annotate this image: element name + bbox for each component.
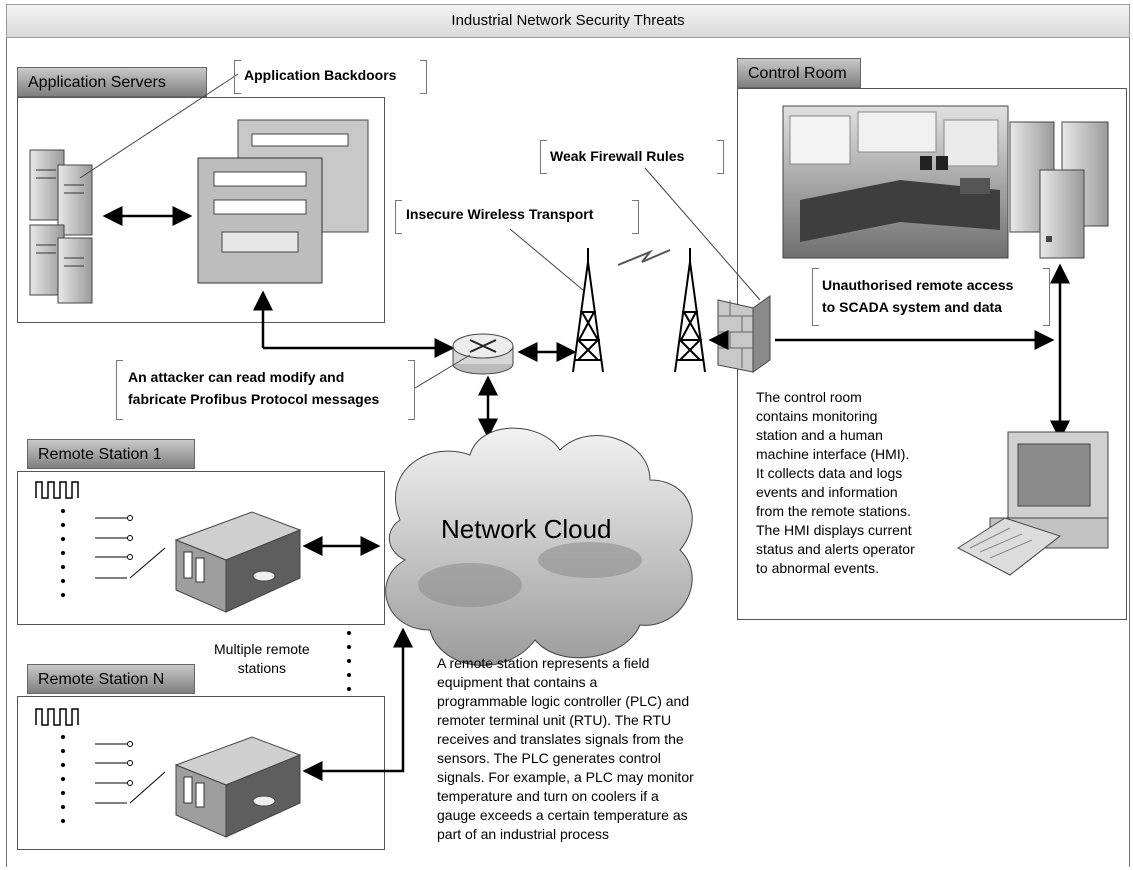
- wireless-signal-icon: [617, 249, 671, 266]
- desc-line: temperature and turn on coolers if a: [437, 788, 659, 804]
- multiple-stations-dots: [347, 631, 351, 691]
- router-icon: [452, 333, 514, 375]
- insecure-wireless-callout: Insecure Wireless Transport: [406, 206, 594, 222]
- attacker-line-2: fabricate Profibus Protocol messages: [128, 391, 380, 407]
- network-cloud-icon: [385, 427, 693, 666]
- unauthorised-access-line-1: Unauthorised remote access: [822, 277, 1014, 293]
- signal-waveform-icon: [35, 481, 79, 499]
- desc-line: The HMI displays current: [756, 522, 912, 538]
- multiple-stations-label: Multiple remote stations: [214, 640, 310, 678]
- plc-device-icon-n: [174, 736, 302, 838]
- control-room-tab: Control Room: [737, 58, 861, 88]
- diagram-title: Industrial Network Security Threats: [6, 4, 1130, 38]
- control-room-description: The control room contains monitoring sta…: [756, 388, 915, 578]
- callout-bracket: [632, 200, 639, 234]
- desc-line: machine interface (HMI).: [756, 446, 910, 462]
- wireless-tower-icon-2: [674, 248, 706, 373]
- multiple-line-2: stations: [237, 660, 286, 676]
- desc-line: equipment that contains a: [437, 674, 598, 690]
- desc-line: to abnormal events.: [756, 560, 879, 576]
- firewall-icon: [717, 295, 771, 373]
- multiple-line-1: Multiple remote: [214, 641, 310, 657]
- desc-line: station and a human: [756, 427, 883, 443]
- desc-line: receives and translates signals from the: [437, 731, 684, 747]
- unauthorised-access-line-2: to SCADA system and data: [822, 299, 1002, 315]
- desc-line: programmable logic controller (PLC) and: [437, 693, 690, 709]
- desc-line: part of an industrial process: [437, 826, 609, 842]
- application-window-icon: [197, 119, 369, 284]
- remote-station-description: A remote station represents a field equi…: [437, 654, 694, 844]
- callout-bracket: [234, 60, 241, 94]
- sensor-dots-n: [61, 735, 65, 823]
- signal-waveform-icon-n: [35, 708, 79, 726]
- control-room-photo: [782, 105, 1009, 259]
- remote-station-n-tab: Remote Station N: [27, 664, 195, 694]
- unauthorised-access-callout: Unauthorised remote access to SCADA syst…: [822, 274, 1013, 318]
- remote-station-1-tab: Remote Station 1: [27, 439, 195, 469]
- desc-line: from the remote stations.: [756, 503, 911, 519]
- desc-line: A remote station represents a field: [437, 655, 650, 671]
- callout-bracket: [717, 140, 724, 174]
- page-frame-right: [1129, 37, 1130, 867]
- network-cloud-label: Network Cloud: [441, 514, 612, 544]
- weak-firewall-callout: Weak Firewall Rules: [550, 148, 685, 164]
- attacker-callout: An attacker can read modify and fabricat…: [128, 366, 379, 410]
- callout-bracket: [395, 200, 402, 234]
- page-frame: [6, 37, 7, 867]
- desc-line: The control room: [756, 389, 862, 405]
- desc-line: events and information: [756, 484, 898, 500]
- callout-bracket: [1043, 268, 1050, 326]
- desc-line: contains monitoring: [756, 408, 878, 424]
- application-backdoors-callout: Application Backdoors: [244, 67, 397, 83]
- control-room-server-icon: [1009, 121, 1109, 259]
- server-rack-icon: [29, 149, 93, 304]
- callout-bracket: [116, 360, 123, 420]
- callout-bracket: [540, 140, 547, 174]
- desc-line: sensors. The PLC generates control: [437, 750, 661, 766]
- callout-bracket: [420, 60, 427, 94]
- desc-line: It collects data and logs: [756, 465, 903, 481]
- callout-bracket: [408, 360, 415, 420]
- attacker-line-1: An attacker can read modify and: [128, 369, 345, 385]
- wireless-tower-icon: [572, 248, 604, 373]
- hmi-workstation-icon: [957, 431, 1109, 576]
- callout-bracket: [812, 268, 819, 326]
- application-servers-tab: Application Servers: [17, 67, 207, 97]
- desc-line: status and alerts operator: [756, 541, 915, 557]
- plc-device-icon: [174, 511, 302, 613]
- desc-line: gauge exceeds a certain temperature as: [437, 807, 688, 823]
- desc-line: remoter terminal unit (RTU). The RTU: [437, 712, 672, 728]
- sensor-dots: [61, 509, 65, 597]
- desc-line: signals. For example, a PLC may monitor: [437, 769, 694, 785]
